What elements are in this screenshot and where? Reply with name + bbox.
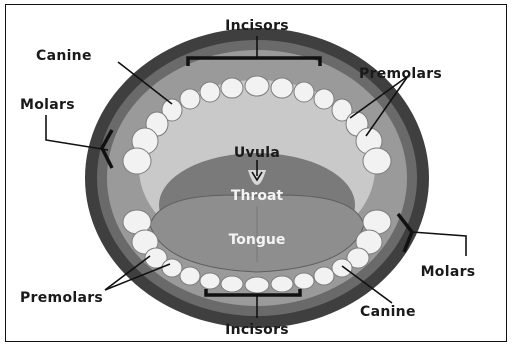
tooth (314, 267, 334, 285)
label-incisors-top: Incisors (225, 18, 289, 34)
tooth (271, 276, 293, 292)
label-uvula: Uvula (234, 145, 280, 161)
label-molars-right: Molars (421, 264, 476, 280)
tooth (200, 82, 220, 102)
label-incisors-bottom: Incisors (225, 322, 289, 338)
label-canine-top: Canine (36, 48, 92, 64)
tooth (271, 78, 293, 98)
label-molars-left: Molars (20, 97, 75, 113)
tooth (332, 259, 352, 277)
tooth (245, 277, 269, 293)
label-throat: Throat (231, 188, 283, 204)
tooth (180, 89, 200, 109)
label-premolars-bottom: Premolars (20, 290, 103, 306)
tooth (162, 259, 182, 277)
tooth (363, 148, 391, 174)
tooth (294, 273, 314, 289)
tooth (200, 273, 220, 289)
tooth (221, 78, 243, 98)
label-canine-bottom: Canine (360, 304, 416, 320)
molars-right-pointer (412, 232, 466, 256)
tooth (123, 148, 151, 174)
tooth (245, 76, 269, 96)
label-premolars-top: Premolars (359, 66, 442, 82)
tooth (314, 89, 334, 109)
tooth (180, 267, 200, 285)
label-tongue: Tongue (229, 232, 286, 248)
tooth (221, 276, 243, 292)
tooth (294, 82, 314, 102)
